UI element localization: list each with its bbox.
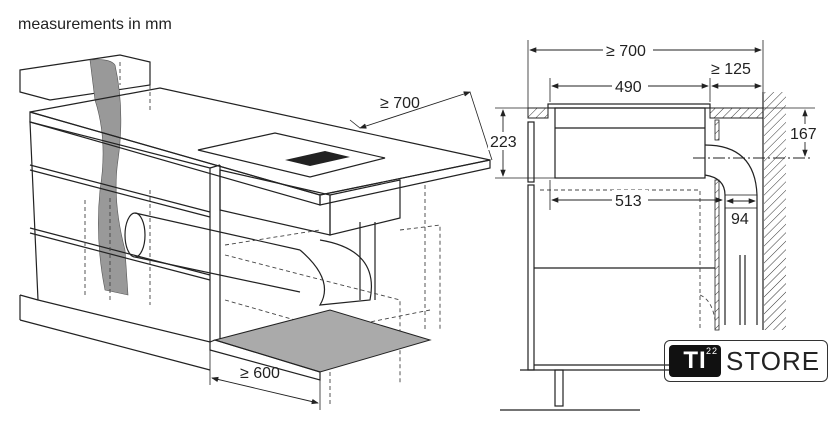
cabinet-panel [527,184,535,371]
unit-depth-label: 513 [615,193,642,210]
logo-mark: TI 22 [669,345,721,377]
wall-hatching [764,92,786,330]
hob-vent [285,151,350,166]
hob-depth-label: 490 [615,79,642,96]
isometric-view: ≥ 700 [19,54,493,410]
drawer-divider [29,227,211,276]
store-logo: TI 22 STORE [664,340,828,382]
wall-duct [89,59,129,296]
duct-width-label: 94 [731,211,749,228]
drawer-divider [29,164,211,213]
height-label: 223 [490,134,517,151]
duct-elbow [704,144,758,325]
rear-gap-label: ≥ 125 [711,61,751,78]
section-view: ≥ 700 490 ≥ 125 223 167 513 94 [488,40,822,411]
plinth-cutout [213,309,432,373]
duct-end [124,212,146,258]
hob-housing [219,169,331,236]
cabinet-panel [527,121,535,183]
countertop-rear [709,107,764,119]
duct-axis-height-label: 167 [790,126,817,143]
total-depth-label: ≥ 700 [606,43,646,60]
duct-elbow [299,239,372,306]
cabinet-leg [554,369,564,407]
hob-body [554,107,706,179]
hob [197,132,386,178]
depth-dimension-label: ≥ 700 [380,95,420,112]
countertop-front [527,107,549,119]
measurement-unit-caption: measurements in mm [18,16,172,33]
width-dimension-label: ≥ 600 [240,365,280,382]
logo-superscript: 22 [705,346,718,356]
logo-text: STORE [726,345,821,376]
logo-mark-text: TI [683,347,707,374]
